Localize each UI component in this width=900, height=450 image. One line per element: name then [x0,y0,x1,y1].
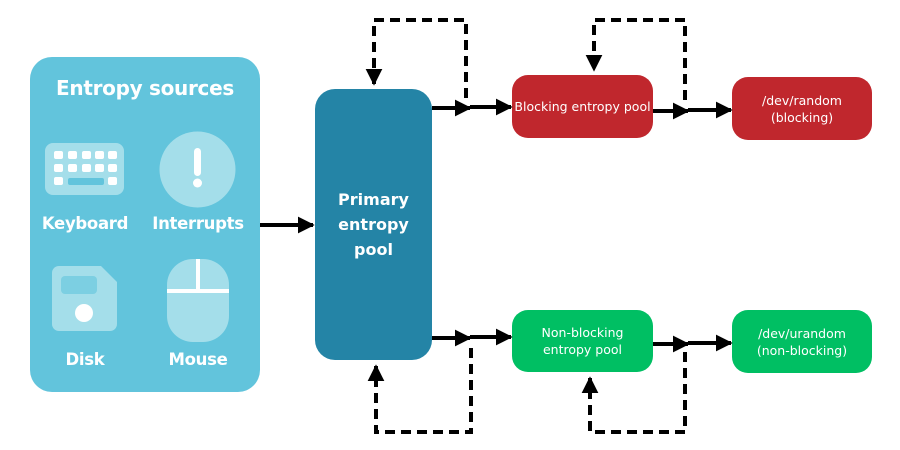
exclamation-icon [159,131,236,208]
feedback-primary-bottom [367,348,473,434]
source-label-mouse: Mouse [168,350,228,369]
dev-urandom-node: /dev/urandom (non-blocking) [732,310,872,373]
feedback-nonblocking [581,352,687,434]
dev-random-label: /dev/random (blocking) [762,92,842,125]
dev-urandom-label: /dev/urandom (non-blocking) [756,325,848,358]
feedback-primary-top [365,18,468,98]
entropy-sources-title: Entropy sources [56,76,234,100]
blocking-entropy-pool: Blocking entropy pool [512,75,653,138]
primary-entropy-pool-label: Primary entropy pool [338,190,409,259]
source-label-keyboard: Keyboard [41,214,129,233]
dev-random-node: /dev/random (blocking) [732,77,872,140]
source-label-disk: Disk [65,350,105,369]
mouse-icon [167,259,229,342]
non-blocking-entropy-pool-label: Non-blocking entropy pool [541,325,624,357]
primary-entropy-pool: Primary entropy pool [315,89,432,360]
floppy-disk-icon [52,266,117,331]
source-label-interrupts: Interrupts [152,214,244,233]
keyboard-icon [45,143,124,195]
entropy-sources-panel [30,57,260,392]
non-blocking-entropy-pool: Non-blocking entropy pool [512,310,653,372]
feedback-blocking [585,18,687,100]
blocking-entropy-pool-label: Blocking entropy pool [514,99,651,114]
